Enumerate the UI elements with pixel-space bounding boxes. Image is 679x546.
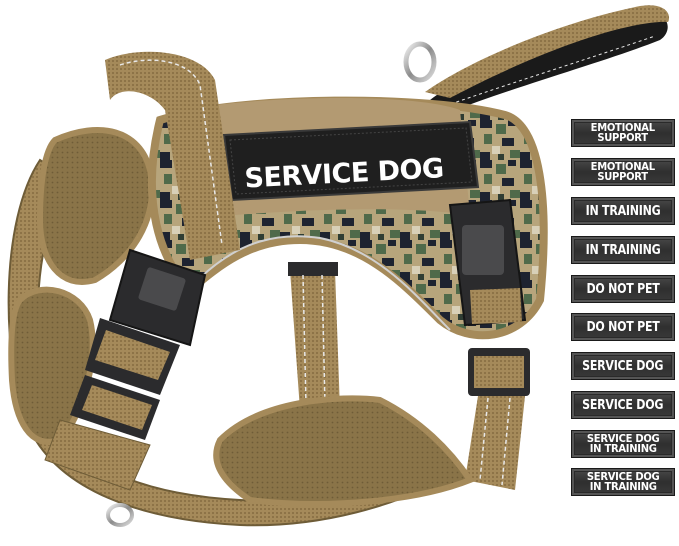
right-side-strap [465, 396, 525, 490]
main-service-dog-patch: SERVICE DOG [222, 120, 480, 202]
patch-line: IN TRAINING [585, 242, 661, 258]
center-chest-strap [290, 270, 340, 410]
patch-line: SERVICE DOG [582, 358, 664, 374]
patch-service-dog-in-training: SERVICE DOG IN TRAINING [571, 430, 675, 458]
patch-line: IN TRAINING [589, 443, 657, 455]
patch-service-dog: SERVICE DOG [571, 391, 675, 419]
left-shoulder-pad [36, 127, 155, 285]
patch-line: SERVICE DOG [586, 470, 660, 483]
patch-emotional-support: EMOTIONAL SUPPORT [571, 158, 675, 186]
patch-line: SERVICE DOG [582, 397, 664, 413]
handle-loop [425, 5, 670, 113]
patch-in-training: IN TRAINING [571, 236, 675, 264]
patch-line: DO NOT PET [586, 281, 660, 297]
d-ring-top [403, 41, 437, 83]
right-adjuster [468, 348, 530, 396]
patch-line: EMOTIONAL [590, 160, 656, 173]
right-side-buckle [448, 198, 527, 327]
patch-line: SUPPORT [597, 132, 649, 144]
patch-service-dog-in-training: SERVICE DOG IN TRAINING [571, 468, 675, 496]
patch-service-dog: SERVICE DOG [571, 352, 675, 380]
patch-line: IN TRAINING [589, 481, 657, 493]
left-side-buckle [85, 248, 207, 395]
patch-line: SUPPORT [597, 171, 649, 183]
patch-emotional-support: EMOTIONAL SUPPORT [571, 119, 675, 147]
patch-line: SERVICE DOG [586, 432, 660, 445]
patch-line: EMOTIONAL [590, 121, 656, 134]
patch-line: IN TRAINING [585, 203, 661, 219]
patch-do-not-pet: DO NOT PET [571, 275, 675, 303]
left-shoulder-strap [105, 51, 240, 260]
patch-line: DO NOT PET [586, 319, 660, 335]
left-chest-pad [8, 286, 96, 445]
patch-in-training: IN TRAINING [571, 197, 675, 225]
patch-do-not-pet: DO NOT PET [571, 313, 675, 341]
left-adjuster [44, 375, 160, 491]
chest-pad [213, 395, 475, 507]
d-ring-bottom [106, 503, 134, 527]
